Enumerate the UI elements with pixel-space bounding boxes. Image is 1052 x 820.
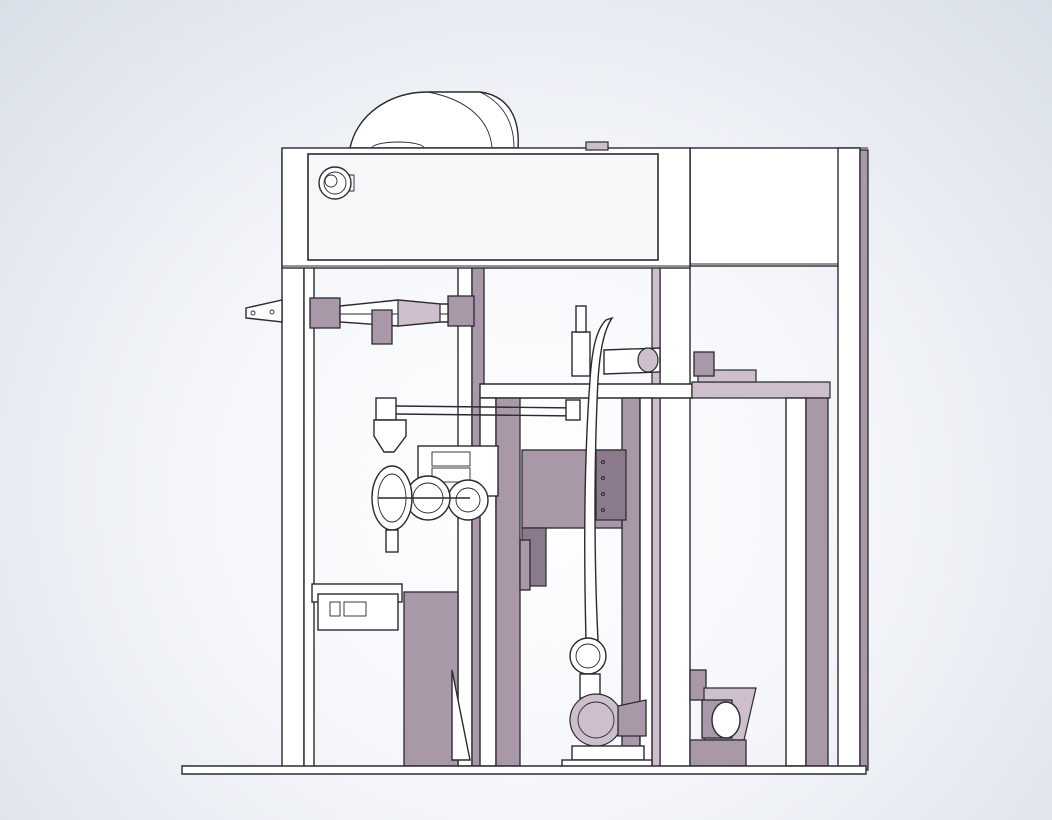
base-plate bbox=[181, 765, 867, 775]
rotary-gear-assembly bbox=[371, 445, 627, 591]
motor bbox=[689, 669, 757, 767]
upper-roller-assembly bbox=[309, 295, 475, 345]
electrical-box bbox=[311, 583, 471, 767]
reel-drum bbox=[349, 91, 519, 155]
cyclone-separator bbox=[373, 397, 581, 453]
frame-back-right bbox=[689, 147, 869, 773]
side-bracket bbox=[245, 299, 283, 323]
vertical-pipe bbox=[571, 305, 661, 641]
pump bbox=[561, 637, 653, 769]
control-panel-box bbox=[281, 141, 691, 269]
power-switch bbox=[318, 166, 355, 200]
